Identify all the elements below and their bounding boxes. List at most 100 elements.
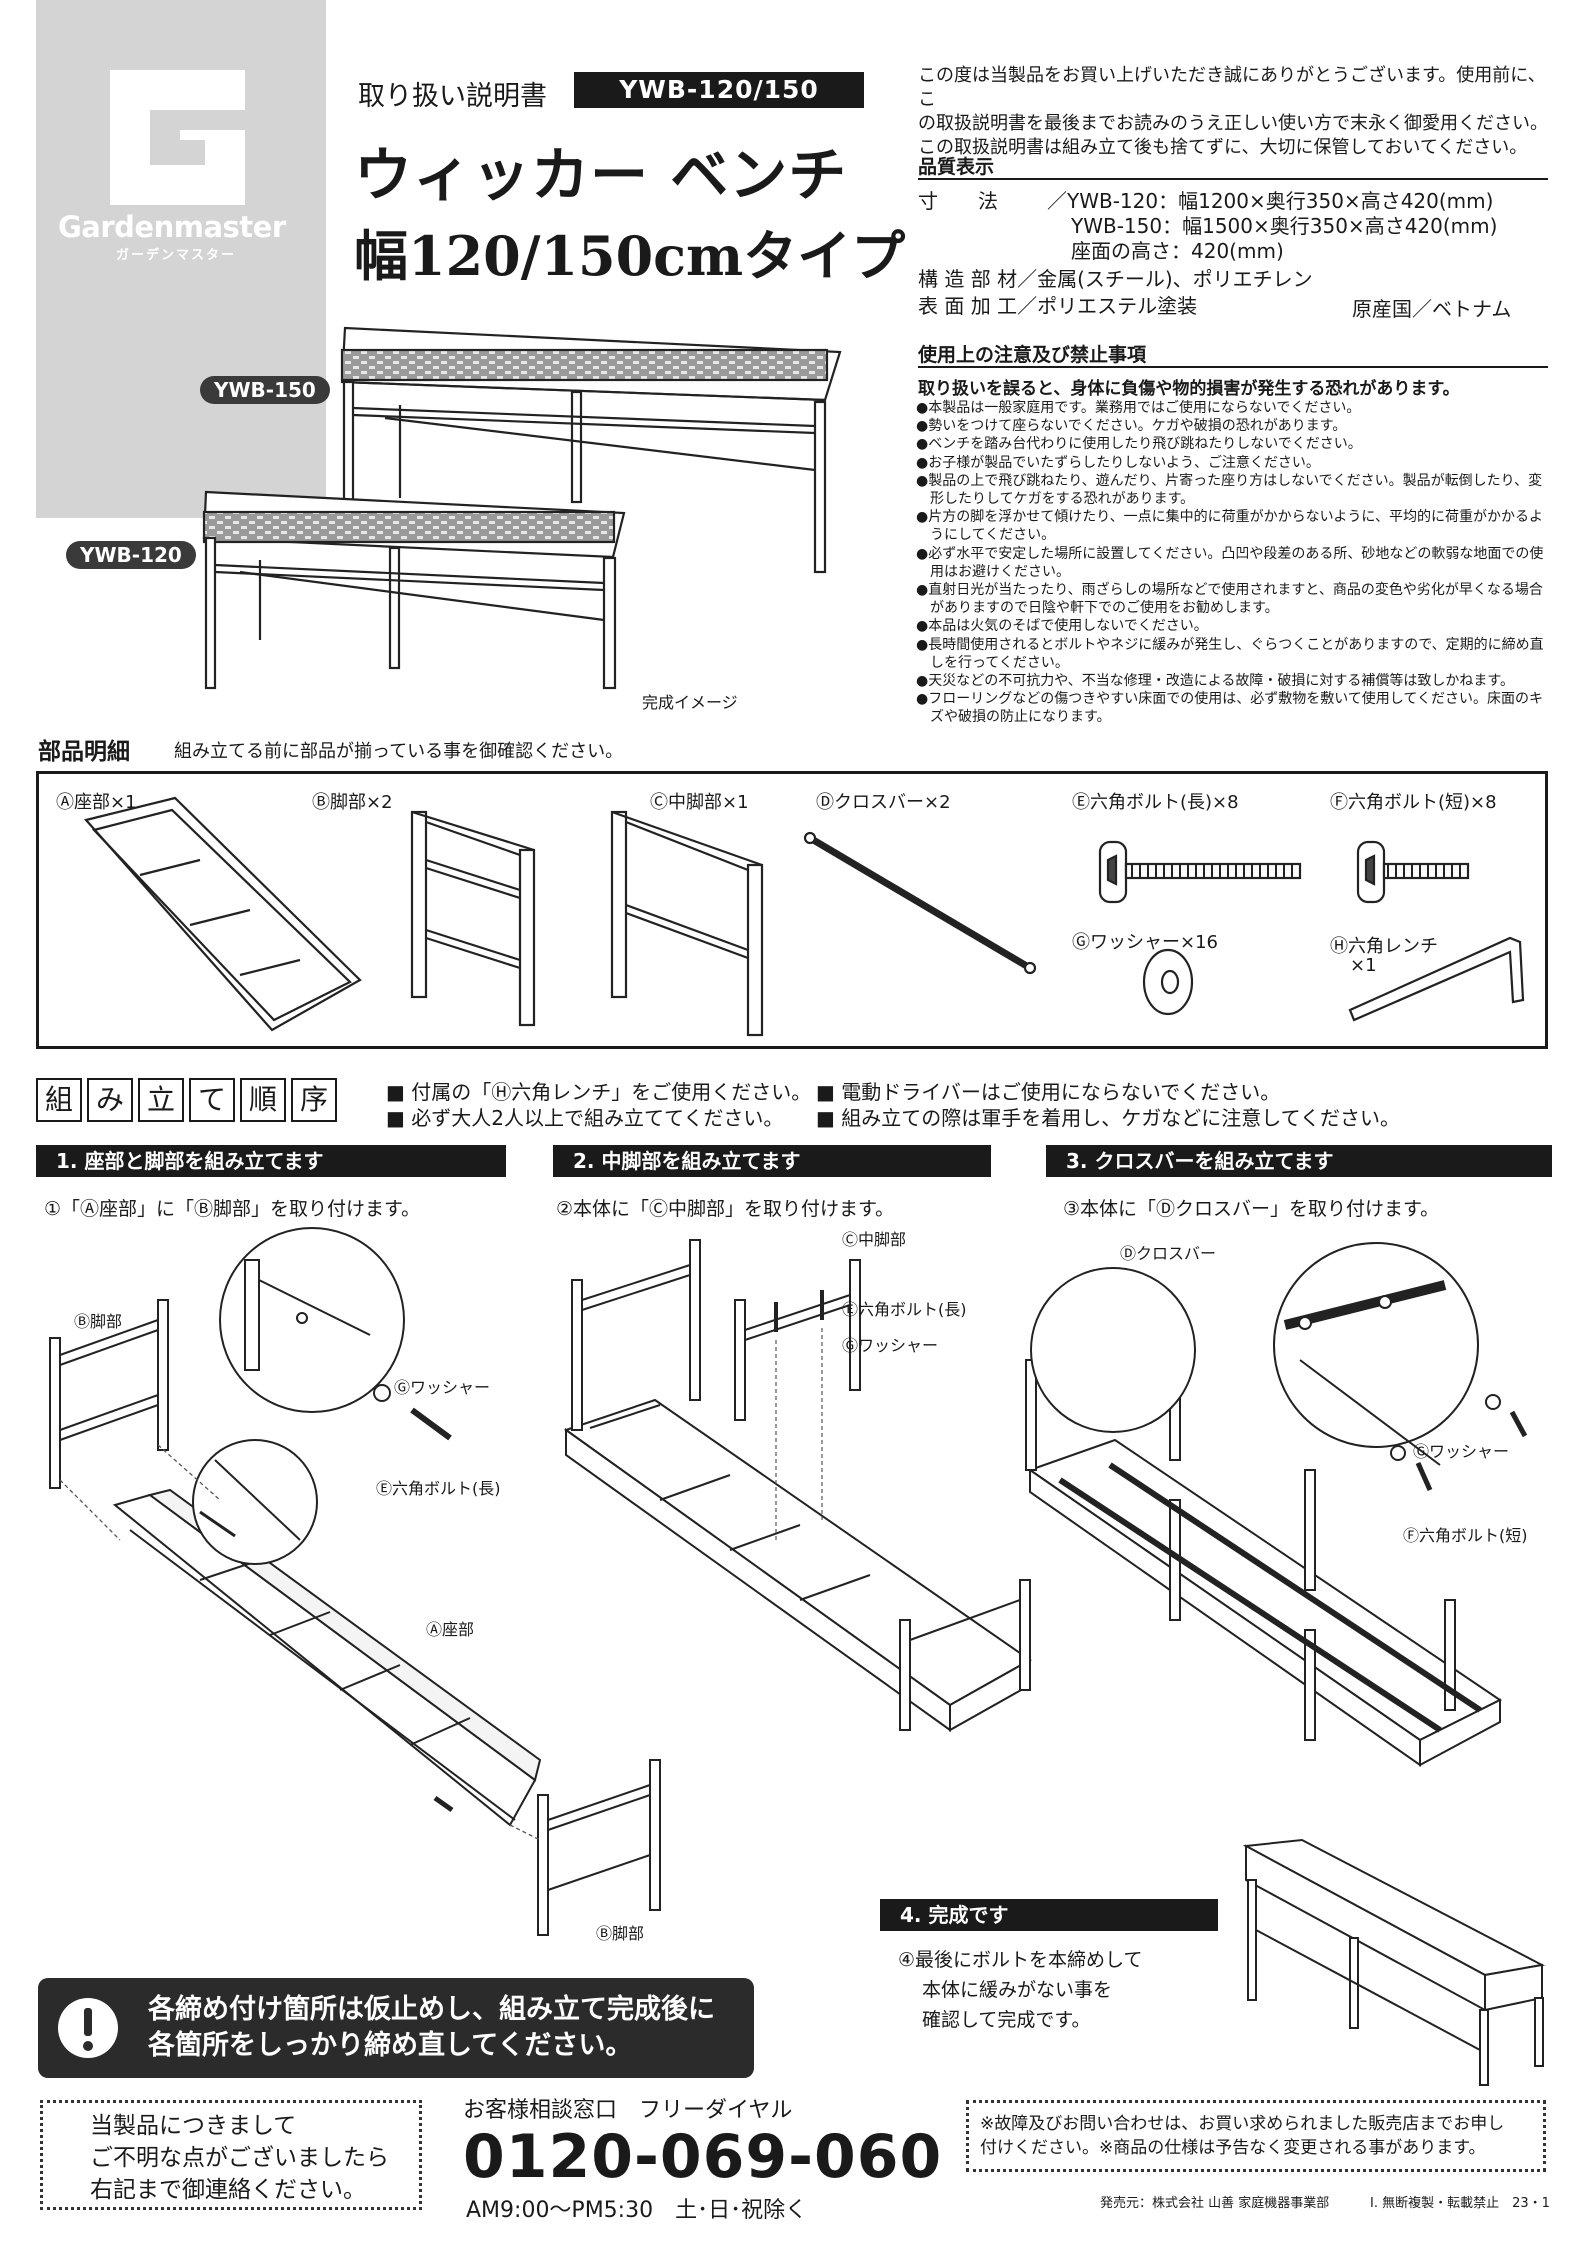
label-bolt-short: Ⓕ六角ボルト(短) [1403,1526,1528,1545]
spec-finish: 表 面 加 工／ポリエステル塗装 [918,294,1198,318]
gardenmaster-logo-icon [110,70,245,205]
spec-value: 金属(スチール)、ポリエチレン [1037,267,1313,291]
caution-heading: 使用上の注意及び禁止事項 [918,344,1147,366]
notice-text: ※故障及びお問い合わせは、お買い求められました販売店までお申し 付けください。※… [980,2112,1504,2160]
notice-line: 付けください。※商品の仕様は予告なく変更される事があります。 [980,2138,1486,2158]
label-seat: Ⓐ座部 [426,1620,475,1639]
caution-item: 本製品は一般家庭用です。業務用ではご使用にならないでください。 [916,399,1546,417]
step-1-title: 1. 座部と脚部を組み立てます [36,1145,506,1177]
divider [918,178,1548,180]
model-label-150: YWB-150 [200,376,330,404]
caution-item: 勢いをつけて座らないでください。ケガや破損の恐れがあります。 [916,417,1546,435]
step-4-title: 4. 完成です [880,1899,1218,1931]
caution-lead: 取り扱いを誤ると、身体に負傷や物的損害が発生する恐れがあります。 [918,379,1460,399]
contact-line: 右記まで御連絡ください。 [90,2177,366,2203]
publisher: 発売元：株式会社 山善 家庭機器事業部 [1100,2196,1330,2211]
image-caption: 完成イメージ [642,693,738,712]
assembly-note: ■ 必ず大人2人以上で組み立ててください。 [386,1106,784,1130]
caution-item: 本品は火気のそばで使用しないでください。 [916,617,1546,635]
parts-heading: 部品明細 [38,739,130,765]
intro-line: の取扱説明書を最後までお読みのうえ正しい使い方で末永く御愛用ください。 [918,113,1548,134]
contact-line: ご不明な点がございましたら [90,2145,389,2171]
warning-text: 各締め付け箇所は仮止めし、組み立て完成後に 各箇所をしっかり締め直してください。 [148,1992,715,2064]
spec-label: 表 面 加 工 [918,294,1018,318]
warning-line: 各締め付け箇所は仮止めし、組み立て完成後に [148,1994,715,2025]
copyright: Ⅰ. 無断複製・転載禁止 23・1 [1370,2196,1550,2211]
phone-number: 0120-069-060 [463,2122,943,2192]
assembly-char: 組 [36,1078,82,1122]
warning-banner: 各締め付け箇所は仮止めし、組み立て完成後に 各箇所をしっかり締め直してください。 [38,1978,754,2078]
caution-item: お子様が製品でいたずらしたりしないよう、ご注意ください。 [916,454,1546,472]
brand-name: Gardenmaster [58,210,286,244]
part-d-label: Ⓓクロスバー×2 [816,792,951,813]
label-bolt-long: Ⓔ六角ボルト(長) [376,1479,501,1498]
assembly-note: ■ 電動ドライバーはご使用にならないでください。 [816,1080,1281,1104]
part-e-label: Ⓔ六角ボルト(長)×8 [1072,792,1239,813]
bench-illustration [202,326,842,690]
part-a-label: Ⓐ座部×1 [56,792,137,813]
parts-panel [36,771,1548,1049]
label-bolt-long: Ⓔ六角ボルト(長) [842,1300,967,1319]
assembly-char: み [87,1078,133,1122]
part-h-qty: ×1 [1350,955,1377,976]
spec-size-150: YWB-150：幅1500×奥行350×高さ420(mm) [1071,214,1498,238]
label-leg: Ⓑ脚部 [596,1924,645,1943]
step-2-title: 2. 中脚部を組み立てます [553,1145,991,1177]
label-washer: Ⓖワッシャー [842,1336,939,1355]
warning-line: 各箇所をしっかり締め直してください。 [148,2030,633,2061]
step-3-diagram [1025,1242,1528,1767]
spec-label: 構 造 部 材 [918,267,1018,291]
spec-size-label: 寸 法 [918,189,998,213]
label-washer: Ⓖワッシャー [1413,1442,1510,1461]
spec-origin: 原産国／ベトナム [1352,297,1512,321]
model-label-120: YWB-120 [66,541,196,569]
caution-item: 直射日光が当たったり、雨ざらしの場所などで使用されますと、商品の変色や劣化が早く… [916,581,1546,617]
caution-item: 天災などの不可抗力や、不当な修理・改造による故障・破損に対する補償等は致しかねま… [916,672,1546,690]
label-leg: Ⓑ脚部 [74,1312,123,1331]
step-2-text: ②本体に「Ⓒ中脚部」を取り付けます。 [556,1198,895,1220]
caution-item: フローリングなどの傷つきやすい床面での使用は、必ず敷物を敷いて使用してください。… [916,690,1546,726]
intro-text: この度は当製品をお買い上げいただき誠にありがとうございます。使用前に、こ の取扱… [918,64,1558,160]
assembly-order-title: 組 み 立 て 順 序 [36,1078,342,1122]
step-1-text: ①「Ⓐ座部」に「Ⓑ脚部」を取り付けます。 [44,1198,421,1220]
step-4-line: ④最後にボルトを本締めして [898,1949,1143,1971]
assembly-char: 立 [138,1078,184,1122]
label-mid-leg: Ⓒ中脚部 [842,1230,907,1249]
caution-item: 必ず水平で安定した場所に設置してください。凸凹や段差のある所、砂地などの軟弱な地… [916,545,1546,581]
part-f-label: Ⓕ六角ボルト(短)×8 [1330,792,1497,813]
exclamation-icon [58,1998,118,2058]
contact-note: 当製品につきまして ご不明な点がございましたら 右記まで御連絡ください。 [90,2110,389,2206]
divider [918,366,1548,368]
spec-seat-height: 座面の高さ：420(mm) [1071,239,1284,263]
notice-line: ※故障及びお問い合わせは、お買い求められました販売店までお申し [980,2114,1505,2134]
document-label: 取り扱い説明書 [358,81,547,112]
business-hours: AM9:00～PM5:30 土･日･祝除く [466,2198,808,2223]
brand-kana: ガーデンマスター [116,248,237,263]
quality-heading: 品質表示 [918,156,995,178]
step-4-completed-bench [1242,1838,1546,2086]
part-b-label: Ⓑ脚部×2 [312,792,393,813]
part-h-label: Ⓗ六角レンチ [1330,936,1438,957]
product-title: ウィッカー ベンチ [354,141,848,209]
part-g-label: Ⓖワッシャー×16 [1072,932,1218,953]
caution-item: ベンチを踏み台代わりに使用したり飛び跳ねたりしないでください。 [916,435,1546,453]
contact-note-box [40,2100,422,2210]
label-crossbar: Ⓓクロスバー [1120,1244,1217,1263]
part-c-label: Ⓒ中脚部×1 [650,792,749,813]
step-4-line: 確認して完成です。 [922,2009,1091,2031]
parts-note: 組み立てる前に部品が揃っている事を御確認ください。 [174,741,624,762]
spec-value: ポリエステル塗装 [1037,294,1198,318]
parts-drawings [83,796,1525,1037]
notice-box [966,2100,1546,2172]
assembly-note: ■ 組み立ての際は軍手を着用し、ケガなどに注意してください。 [816,1106,1401,1130]
assembly-note: ■ 付属の「Ⓗ六角レンチ」をご使用ください。 [386,1080,812,1104]
intro-line: この取扱説明書は組み立て後も捨てずに、大切に保管しておいてください。 [918,137,1528,158]
step-3-title: 3. クロスバーを組み立てます [1046,1145,1552,1177]
caution-list: 本製品は一般家庭用です。業務用ではご使用にならないでください。 勢いをつけて座ら… [916,399,1546,727]
model-number: YWB-120/150 [574,72,864,108]
caution-item: 長時間使用されるとボルトやネジに緩みが発生し、ぐらつくことがありますので、定期的… [916,636,1546,672]
spec-size-120: ／YWB-120：幅1200×奥行350×高さ420(mm) [1047,189,1494,213]
spec-value: YWB-120：幅1200×奥行350×高さ420(mm) [1067,189,1494,213]
product-subtitle: 幅120/150cmタイプ [354,224,906,288]
step-4-line: 本体に緩みがない事を [922,1979,1113,2001]
